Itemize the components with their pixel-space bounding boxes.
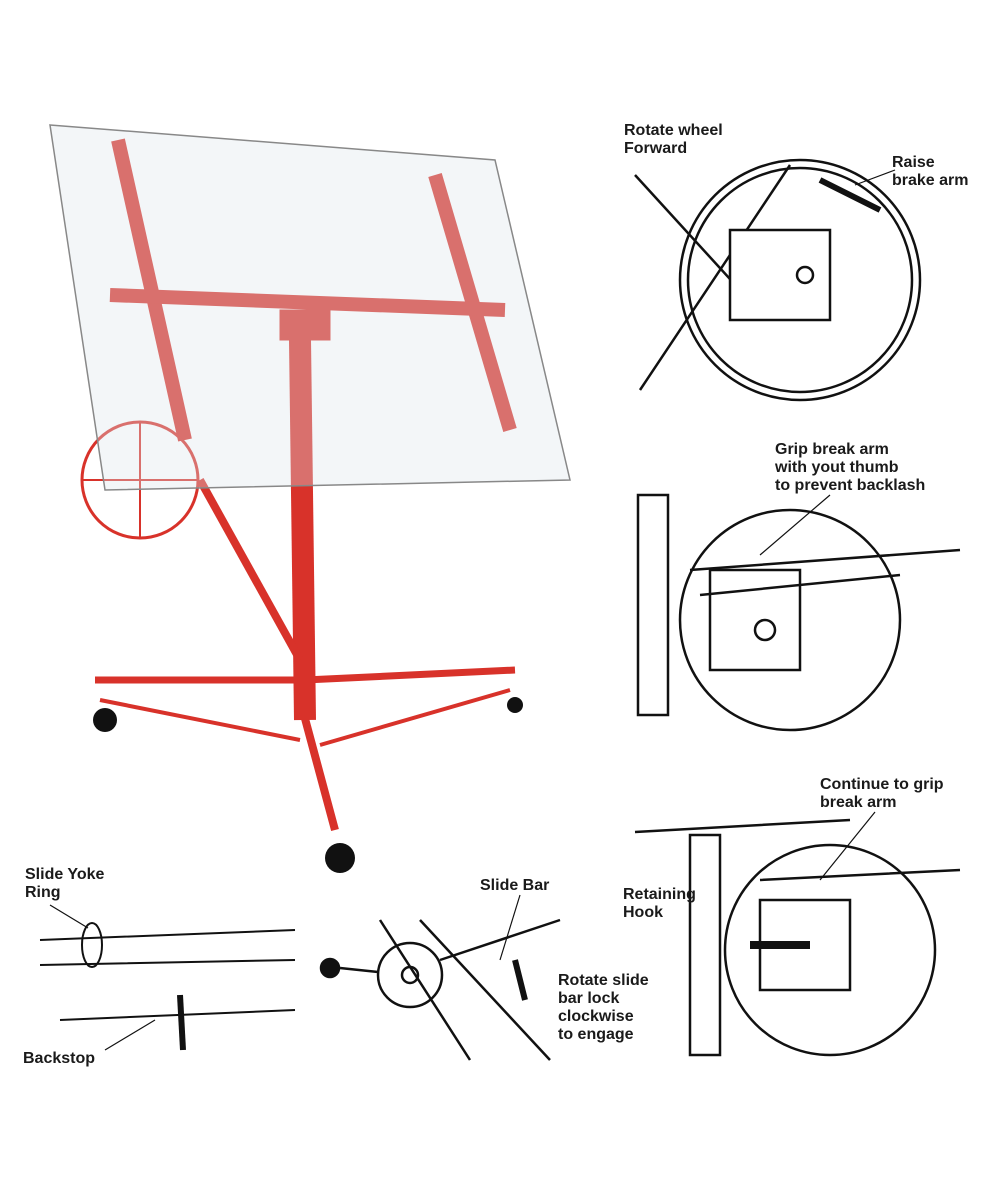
label-continue-grip: Continue to grip break arm <box>820 776 944 811</box>
label-slide-bar: Slide Bar <box>480 877 550 894</box>
label-backstop: Backstop <box>23 1050 96 1067</box>
label-rotate-slide-bar-lock: Rotate slide bar lock clockwise to engag… <box>558 972 649 1043</box>
detail-slide-yoke <box>39 922 296 1051</box>
label-slide-yoke-ring: Slide Yoke Ring <box>25 866 105 901</box>
callout-lines <box>49 169 896 1051</box>
label-rotate-wheel: Rotate wheel Forward <box>624 122 723 157</box>
lift-wheels <box>93 697 523 873</box>
detail-continue-grip <box>634 818 961 1057</box>
detail-rotate-wheel <box>634 158 922 402</box>
drywall-panel <box>49 124 571 491</box>
detail-slide-bar <box>319 918 561 1061</box>
label-grip-brake-arm: Grip break arm with yout thumb to preven… <box>775 441 926 494</box>
drywall-lift <box>80 138 517 832</box>
label-raise-brake-arm: Raise brake arm <box>892 154 969 189</box>
label-retaining-hook: Retaining Hook <box>623 886 696 921</box>
detail-grip-brake <box>636 493 961 732</box>
